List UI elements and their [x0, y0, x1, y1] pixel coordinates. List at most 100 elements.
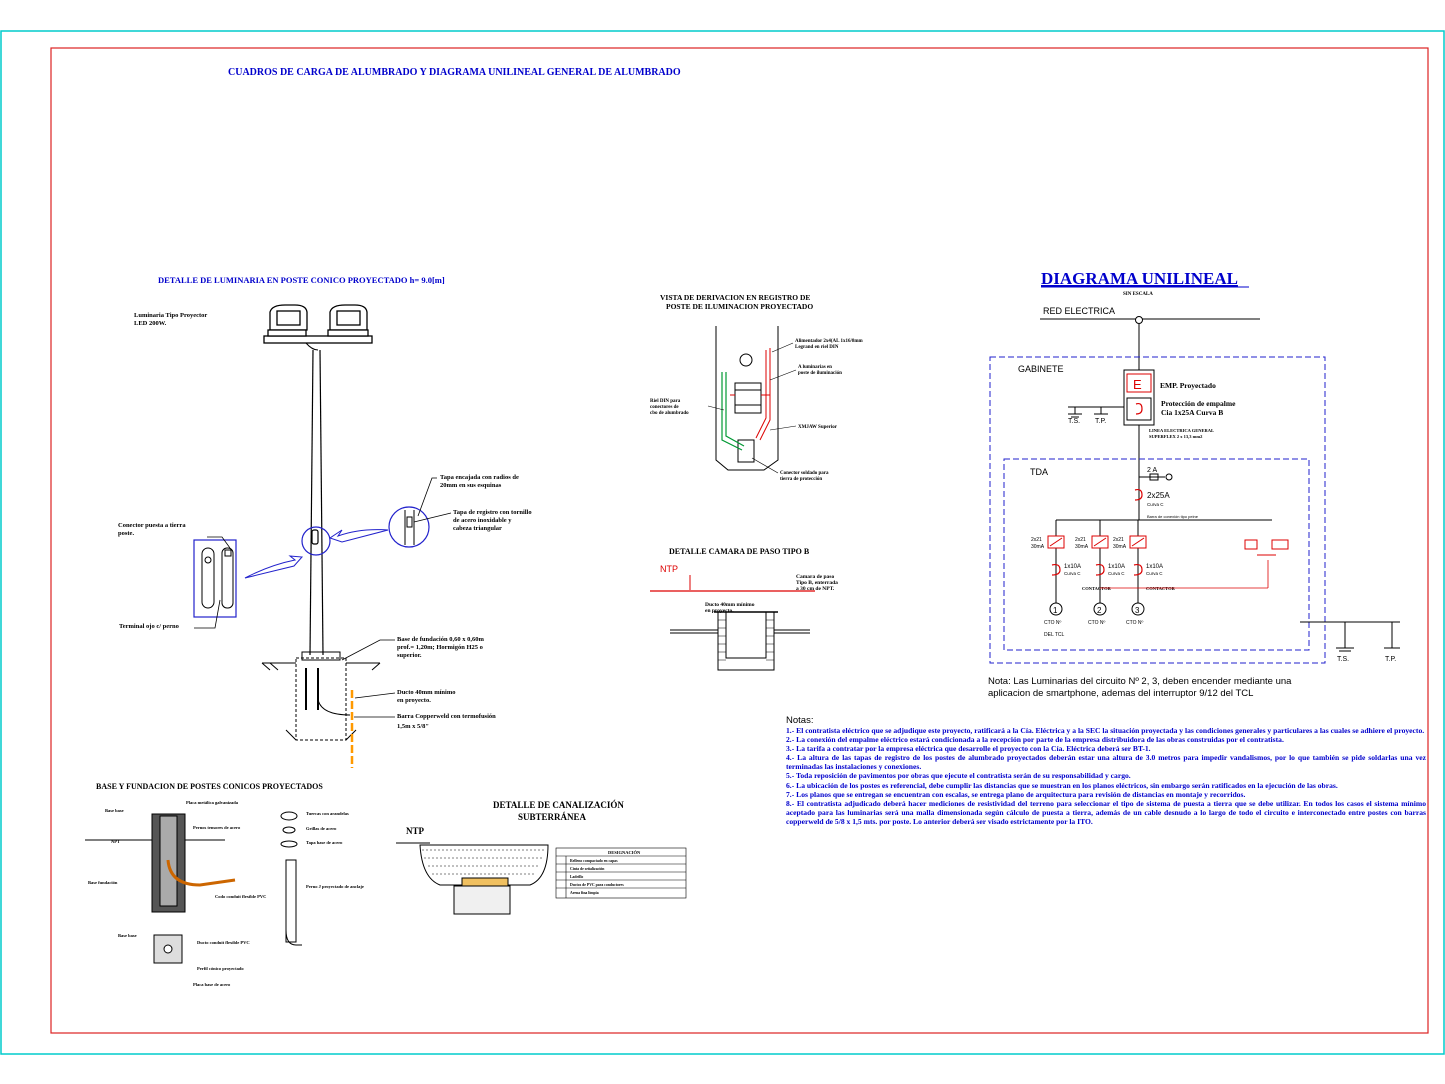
pole [309, 349, 324, 656]
svg-text:Perfil cónico proyectado: Perfil cónico proyectado [197, 966, 244, 971]
arrow-left [244, 555, 304, 579]
svg-text:2: 2 [1097, 606, 1102, 615]
luminaria-detail: DETALLE DE LUMINARIA EN POSTE CONICO PRO… [118, 275, 532, 768]
note-item: 5.- Toda reposición de pavimentos por ob… [786, 771, 1131, 781]
note-item: 3.- La tarifa a contratar por la empresa… [786, 744, 1151, 754]
svg-text:RED ELECTRICA: RED ELECTRICA [1043, 306, 1115, 316]
note-item: 7.- Los planos que se entregan se encuen… [786, 789, 1246, 799]
svg-text:LED 200W.: LED 200W. [134, 320, 167, 327]
svg-text:2x25A: 2x25A [1147, 491, 1170, 500]
outer-frame [0, 30, 1445, 1055]
svg-text:NPT: NPT [111, 839, 120, 844]
svg-text:2x21: 2x21 [1075, 537, 1086, 543]
svg-text:Arena fina limpia: Arena fina limpia [570, 891, 599, 895]
svg-text:2x21: 2x21 [1031, 537, 1042, 543]
svg-text:Camara de paso: Camara de paso [796, 574, 834, 580]
derivacion-detail: VISTA DE DERIVACION EN REGISTRO DE POSTE… [650, 293, 864, 482]
note-item: 8.- El contratista adjudicado deberá hac… [786, 798, 1426, 826]
svg-text:30mA: 30mA [1075, 544, 1089, 550]
svg-text:VISTA DE DERIVACION EN REGISTR: VISTA DE DERIVACION EN REGISTRO DE [660, 293, 810, 302]
svg-text:Curva C: Curva C [1146, 571, 1163, 576]
svg-text:Conector puesta a tierra: Conector puesta a tierra [118, 522, 186, 529]
camara-detail: DETALLE CAMARA DE PASO TIPO B NTP Camara… [650, 547, 838, 671]
svg-text:Legrand en riel DIN: Legrand en riel DIN [795, 345, 839, 350]
svg-text:Ducto 40mm mínimo: Ducto 40mm mínimo [397, 689, 456, 696]
svg-text:Barra Copperweld con termofusi: Barra Copperweld con termofusión [397, 713, 496, 720]
detail-circle [301, 526, 331, 556]
svg-text:Conector soldado para: Conector soldado para [780, 471, 829, 476]
svg-text:Ladrillo: Ladrillo [570, 875, 583, 879]
svg-text:T.P.: T.P. [1095, 418, 1106, 425]
svg-text:Ducto conduit flexible PVC: Ducto conduit flexible PVC [197, 940, 250, 945]
notes-title: Notas: [786, 715, 814, 726]
unilineal-note-line-1: Nota: Las Luminarias del circuito Nº 2, … [988, 676, 1292, 687]
svg-text:CONTACTOR: CONTACTOR [1146, 586, 1176, 591]
derivacion-labels: Alimentador 2x4(AL 1x16/8mm Legrand en r… [650, 339, 864, 482]
luminaria-labels: Luminaria Tipo Proyector LED 200W. Tapa … [118, 312, 532, 730]
svg-text:NTP: NTP [406, 826, 425, 836]
svg-text:1,5m x 5/8": 1,5m x 5/8" [397, 723, 429, 730]
svg-text:Pernos tensores de acero: Pernos tensores de acero [193, 825, 241, 830]
svg-text:1x10A: 1x10A [1108, 564, 1125, 570]
arrow-right [328, 529, 389, 543]
unilineal-title: DIAGRAMA UNILINEAL [1041, 269, 1238, 288]
svg-text:Perno J proyectado de anclaje: Perno J proyectado de anclaje [306, 884, 364, 889]
svg-text:DESIGNACIÓN: DESIGNACIÓN [608, 850, 641, 855]
canalizacion-legend [555, 847, 687, 899]
svg-text:XMJAW Superior: XMJAW Superior [798, 425, 838, 430]
svg-text:20mm en sus esquinas: 20mm en sus esquinas [440, 482, 502, 489]
svg-text:NTP: NTP [660, 564, 678, 574]
svg-text:tierra de protección: tierra de protección [780, 477, 822, 482]
branch-3: 3 2x21 30mA 1x10A Curva C CTO Nº CONTACT… [1113, 520, 1176, 626]
svg-text:DETALLE CAMARA DE PASO TIPO B: DETALLE CAMARA DE PASO TIPO B [669, 547, 810, 556]
svg-text:Ducto 40mm mínimo: Ducto 40mm mínimo [705, 602, 755, 608]
svg-text:Alimentador 2x4(AL 1x16/8mm: Alimentador 2x4(AL 1x16/8mm [795, 339, 864, 344]
svg-text:POSTE DE ILUMINACION PROYECTAD: POSTE DE ILUMINACION PROYECTADO [666, 302, 813, 311]
svg-text:Grillas de acero: Grillas de acero [306, 826, 337, 831]
svg-text:DEL TCL: DEL TCL [1044, 632, 1065, 638]
svg-text:2x21: 2x21 [1113, 537, 1124, 543]
svg-text:Cia 1x25A Curva B: Cia 1x25A Curva B [1161, 408, 1223, 417]
svg-text:Tipo B, enterrada: Tipo B, enterrada [796, 580, 838, 586]
svg-text:1: 1 [1053, 606, 1058, 615]
unilineal-note: Nota: Las Luminarias del circuito Nº 2, … [988, 676, 1328, 700]
note-item: 6.- La ubicación de los postes es refere… [786, 780, 1338, 790]
svg-text:CTO Nº: CTO Nº [1044, 620, 1061, 626]
svg-text:1x10A: 1x10A [1146, 564, 1163, 570]
note-item: 2.- La conexión del empalme eléctrico es… [786, 735, 1284, 745]
svg-text:Base base: Base base [105, 808, 124, 813]
svg-text:Protección de empalme: Protección de empalme [1161, 399, 1236, 408]
svg-text:Curva C: Curva C [1108, 571, 1125, 576]
branch-2: 2 2x21 30mA 1x10A Curva C CTO Nº CONTACT… [1075, 520, 1125, 626]
svg-text:30mA: 30mA [1031, 544, 1045, 550]
svg-text:A luminarias en: A luminarias en [798, 365, 832, 370]
svg-text:E: E [1133, 377, 1142, 392]
fundacion-detail: BASE Y FUNDACION DE POSTES CONICOS PROYE… [85, 782, 364, 987]
gabinete-box [989, 356, 1326, 664]
svg-text:cabeza triangular: cabeza triangular [453, 525, 502, 532]
luminaire-heads [263, 304, 373, 344]
svg-text:1x10A: 1x10A [1064, 564, 1081, 570]
svg-text:T.P.: T.P. [1385, 656, 1396, 663]
diagrama-unilineal: DIAGRAMA UNILINEAL SIN ESCALA RED ELECTR… [989, 269, 1400, 664]
general-notes: Notas: 1.- El contratista eléctrico que … [786, 716, 1426, 826]
svg-text:30mA: 30mA [1113, 544, 1127, 550]
conector-zoom-box [193, 539, 237, 618]
svg-text:T.S.: T.S. [1337, 656, 1349, 663]
inner-frame [50, 47, 1429, 1034]
svg-text:Tapa base de acero: Tapa base de acero [306, 840, 343, 845]
svg-text:BASE Y FUNDACION DE POSTES CON: BASE Y FUNDACION DE POSTES CONICOS PROYE… [96, 782, 323, 791]
svg-text:superior.: superior. [397, 652, 422, 659]
svg-text:2 A: 2 A [1147, 467, 1157, 474]
svg-text:Riel DIN para: Riel DIN para [650, 399, 681, 404]
svg-text:Terminal ojo c/ perno: Terminal ojo c/ perno [119, 623, 179, 630]
svg-text:Tapa encajada con radios de: Tapa encajada con radios de [440, 474, 519, 481]
note-item: 1.- El contratista eléctrico que se adju… [786, 726, 1425, 735]
svg-text:Curva C: Curva C [1064, 571, 1081, 576]
svg-text:en proyecto.: en proyecto. [397, 697, 431, 704]
svg-text:SIN ESCALA: SIN ESCALA [1123, 292, 1153, 297]
svg-text:cbo de alumbrado: cbo de alumbrado [650, 411, 689, 416]
svg-text:SUPERFLEX 2 x 13,3 mm2: SUPERFLEX 2 x 13,3 mm2 [1149, 434, 1203, 439]
svg-text:a 30 cm de NPT.: a 30 cm de NPT. [796, 586, 835, 592]
svg-text:Luminaria Tipo Proyector: Luminaria Tipo Proyector [134, 312, 207, 319]
